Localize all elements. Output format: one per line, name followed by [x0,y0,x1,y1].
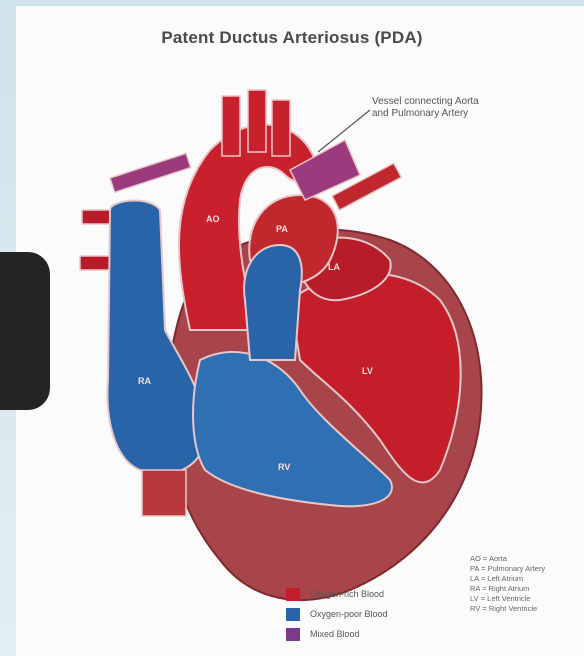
aortic-branch [248,90,266,152]
pulmonary-trunk [244,245,302,360]
legend-item: Oxygen-rich Blood [286,584,388,604]
legend-label: Oxygen-rich Blood [310,589,384,599]
abbreviation-item: LV = Left Ventricle [470,594,584,604]
pulmonary-branch [110,153,191,192]
label-ra: RA [138,376,151,386]
legend-item: Oxygen-poor Blood [286,604,388,624]
color-legend: Oxygen-rich Blood Oxygen-poor Blood Mixe… [286,584,388,644]
label-lv: LV [362,366,373,376]
side-tab[interactable] [0,252,50,410]
abbreviation-item: RV = Right Ventricle [470,604,584,614]
label-ao: AO [206,214,220,224]
legend-label: Oxygen-poor Blood [310,609,388,619]
legend-swatch-oxygen-rich [286,588,300,601]
inferior-vena-cava [142,470,186,516]
abbreviation-item: AO = Aorta [470,554,584,564]
legend-swatch-oxygen-poor [286,608,300,621]
legend-label: Mixed Blood [310,629,360,639]
aortic-branch [222,96,240,156]
abbreviation-item: PA = Pulmonary Artery [470,564,584,574]
legend-item: Mixed Blood [286,624,388,644]
abbreviation-item: LA = Left Atrium [470,574,584,584]
label-pa: PA [276,224,288,234]
label-la: LA [328,262,340,272]
abbreviation-item: RA = Right Atrium [470,584,584,594]
abbreviation-key: AO = Aorta PA = Pulmonary Artery LA = Le… [470,554,584,614]
legend-swatch-mixed [286,628,300,641]
aortic-branch [272,100,290,156]
label-rv: RV [278,462,290,472]
